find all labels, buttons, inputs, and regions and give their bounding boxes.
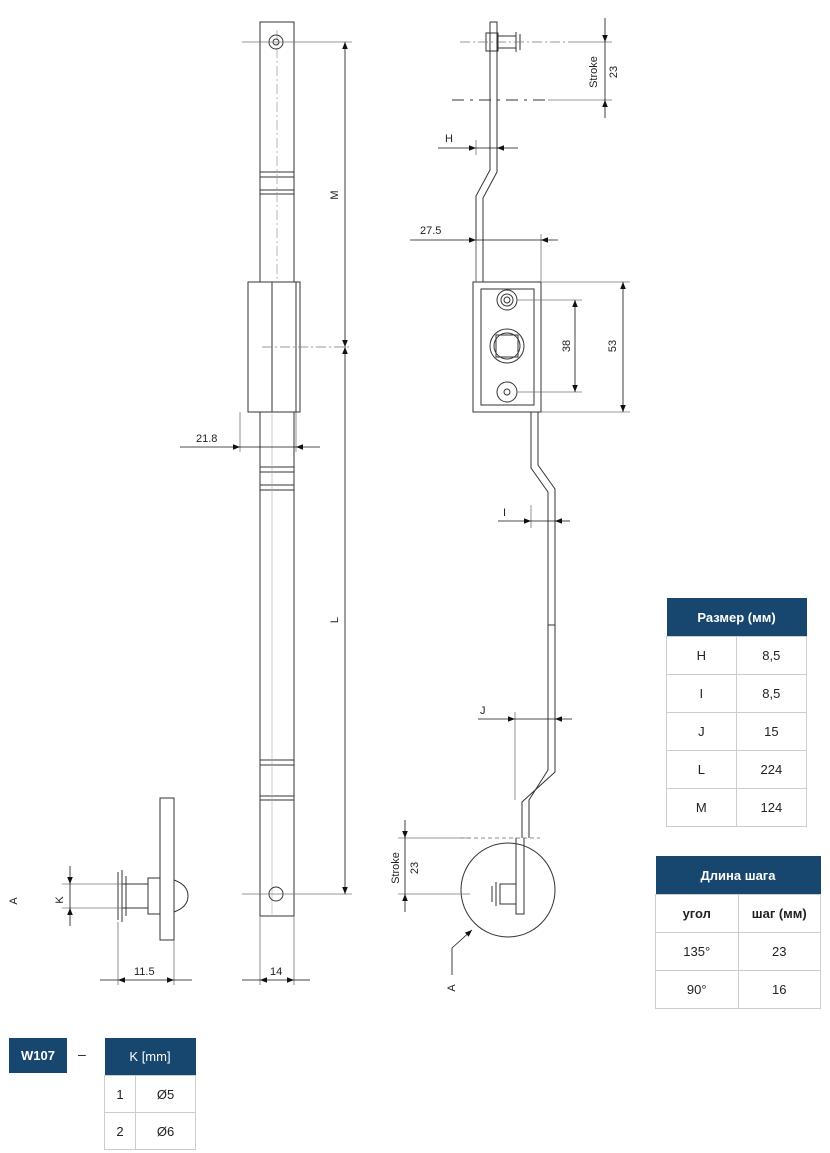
label-l: L xyxy=(329,617,341,623)
rod-front-view xyxy=(247,21,352,917)
label-j: J xyxy=(480,705,486,717)
col-step: шаг (мм) xyxy=(737,894,821,933)
table-row: 90°16 xyxy=(655,970,821,1009)
label-53: 53 xyxy=(607,340,619,352)
table-row: 135°23 xyxy=(655,932,821,971)
label-11-5: 11.5 xyxy=(134,966,155,978)
label-i: I xyxy=(503,507,506,519)
front-view-dimensions xyxy=(180,41,352,985)
label-14: 14 xyxy=(270,966,282,978)
order-code-badge: W107 xyxy=(9,1038,67,1073)
rod-side-view xyxy=(452,21,572,938)
k-table-title: K [mm] xyxy=(104,1038,196,1076)
label-m: M xyxy=(329,190,341,199)
step-length-table: Длина шага угол шаг (мм) 135°23 90°16 xyxy=(655,856,821,1009)
label-stroke-top: Stroke xyxy=(588,56,600,88)
col-angle: угол xyxy=(655,894,739,933)
label-27-5: 27.5 xyxy=(420,225,441,237)
label-stroke-bottom-value: 23 xyxy=(409,862,421,874)
label-k: K xyxy=(54,896,66,904)
pin-detail-dimensions xyxy=(62,866,192,985)
size-table-title: Размер (мм) xyxy=(666,598,807,637)
step-table-title: Длина шага xyxy=(655,856,821,895)
label-38: 38 xyxy=(561,340,573,352)
label-21-8: 21.8 xyxy=(196,433,217,445)
side-view-dimensions xyxy=(398,18,630,975)
label-h: H xyxy=(445,133,453,145)
label-stroke-bottom: Stroke xyxy=(390,852,402,884)
order-code-dash: – xyxy=(78,1046,86,1062)
pin-detail-view xyxy=(117,797,189,941)
label-a-detail: A xyxy=(446,984,458,992)
label-stroke-top-value: 23 xyxy=(608,66,620,78)
label-a-side: A xyxy=(8,897,20,905)
